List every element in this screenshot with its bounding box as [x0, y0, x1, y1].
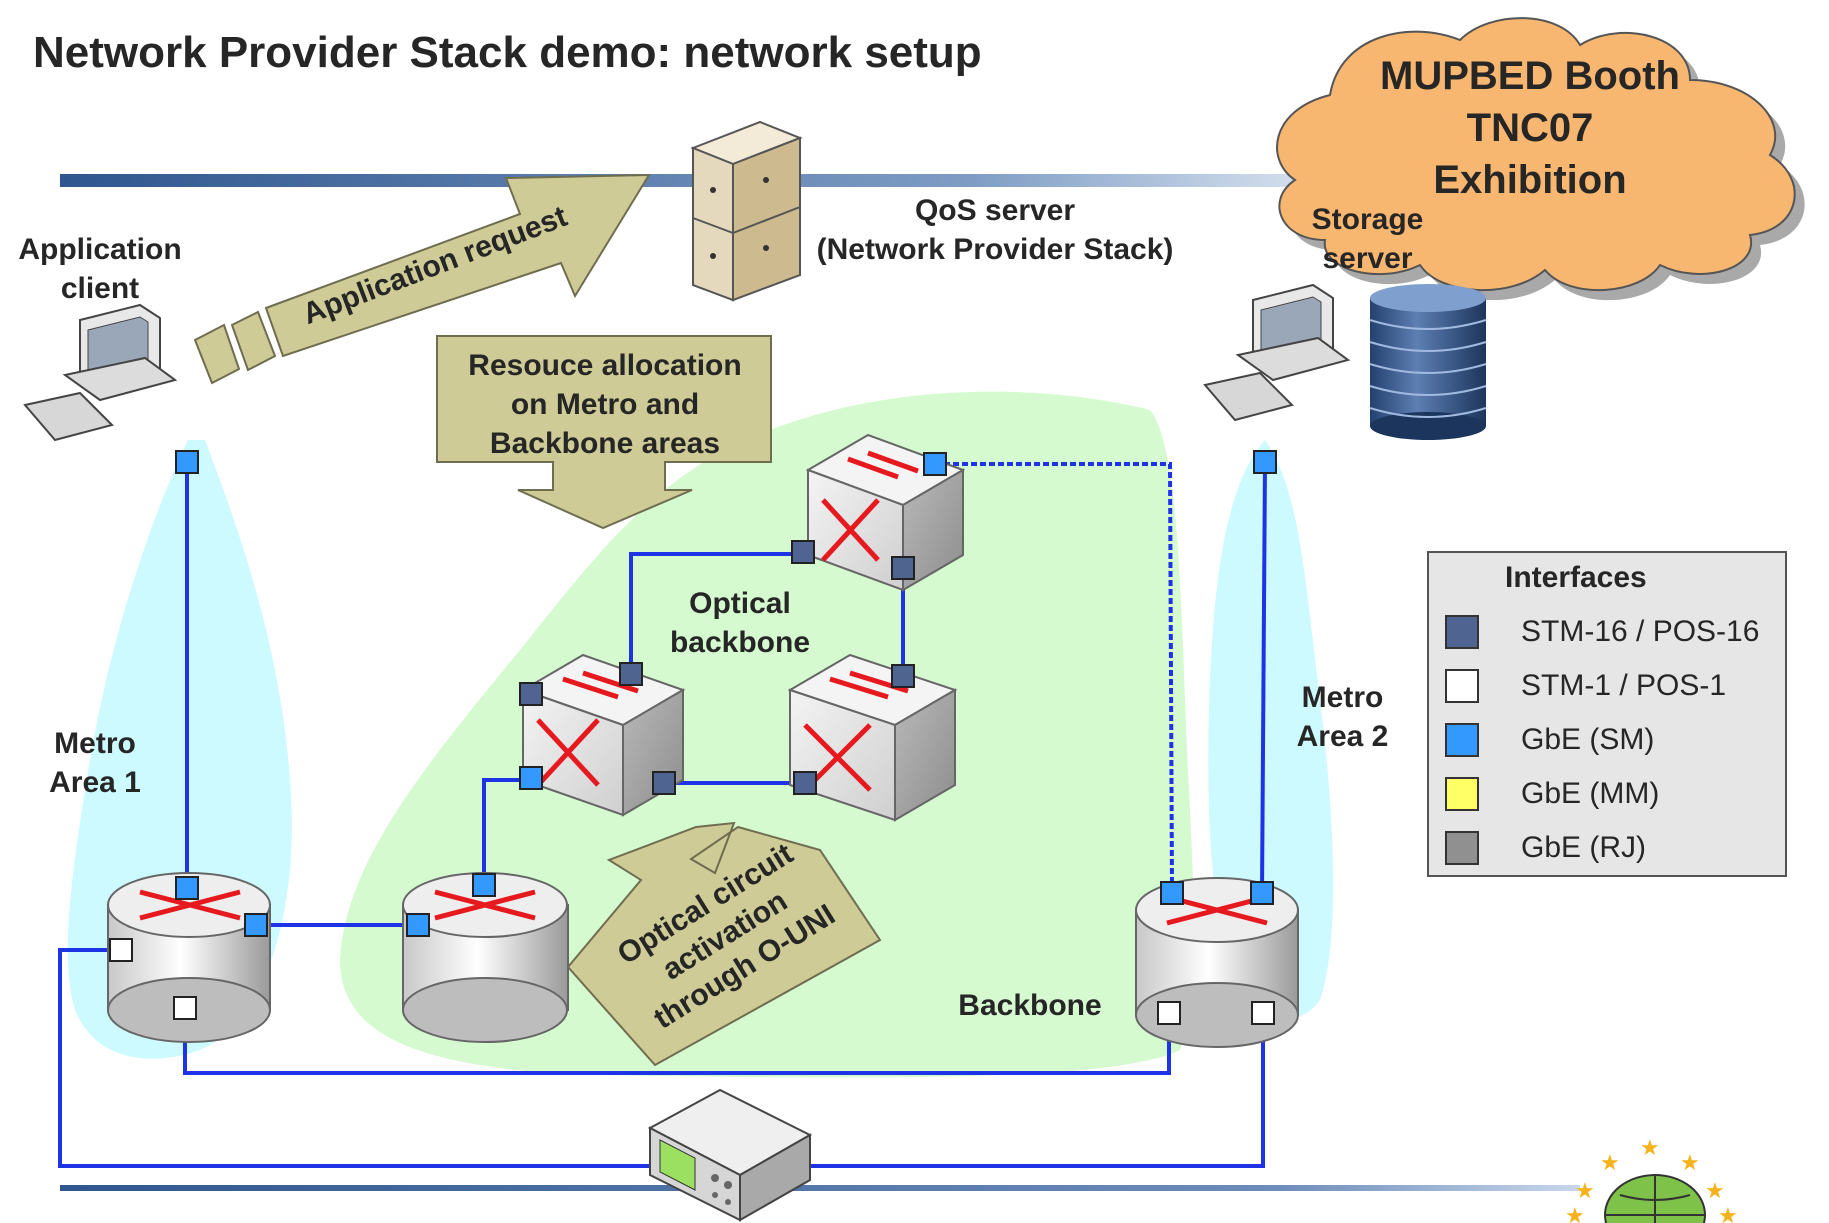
- storage-server-label: Storage server: [1290, 200, 1445, 278]
- label-line: Application: [18, 233, 182, 266]
- links: [58, 461, 1267, 1168]
- svg-text:★: ★: [1575, 1179, 1595, 1204]
- test-equipment-icon: [647, 1088, 813, 1222]
- legend-swatch: [1445, 831, 1479, 865]
- label-line: QoS server: [914, 194, 1076, 227]
- label-line: Area 1: [49, 766, 141, 799]
- optical-circuit-arrow: [566, 821, 882, 1067]
- optical-backbone-label: Optical backbone: [660, 584, 820, 662]
- label-line: Optical: [689, 587, 791, 620]
- label-line: (Network Provider Stack): [816, 233, 1174, 266]
- legend-label: STM-16 / POS-16: [1521, 615, 1760, 648]
- application-client-label: Application client: [5, 230, 195, 308]
- svg-text:★: ★: [1565, 1204, 1585, 1223]
- legend: Interfaces STM-16 / POS-16 STM-1 / POS-1…: [1427, 551, 1787, 877]
- legend-title: Interfaces: [1505, 561, 1647, 594]
- logo-icon: ★★★ ★★★★: [1565, 1136, 1738, 1223]
- qos-server-label: QoS server (Network Provider Stack): [800, 191, 1190, 269]
- legend-label: STM-1 / POS-1: [1521, 669, 1727, 702]
- resource-allocation-text: Resouce allocation on Metro and Backbone…: [440, 346, 770, 463]
- label-line: Resouce allocation: [468, 349, 742, 382]
- label-line: Metro: [54, 727, 136, 760]
- legend-swatch: [1445, 669, 1479, 703]
- resource-allocation-arrow: [436, 335, 772, 530]
- router-metro2: [1135, 877, 1299, 1048]
- cloud-text: MUPBED Booth TNC07 Exhibition: [1365, 50, 1695, 206]
- oxc-top: [805, 433, 966, 592]
- application-request-arrow: [193, 173, 651, 385]
- label-line: on Metro and: [510, 388, 700, 421]
- legend-label: GbE (SM): [1521, 723, 1655, 756]
- label-line: client: [60, 272, 140, 305]
- storage-server-pc-icon: [1203, 283, 1351, 422]
- legend-label: GbE (MM): [1521, 777, 1660, 810]
- metro-area-1-label: Metro Area 1: [30, 724, 160, 802]
- database-icon: [1369, 284, 1487, 440]
- metro-area-2-label: Metro Area 2: [1275, 678, 1410, 756]
- svg-text:★: ★: [1640, 1136, 1660, 1161]
- backbone-label: Backbone: [958, 989, 1102, 1022]
- svg-text:★: ★: [1718, 1204, 1738, 1223]
- label-line: Area 2: [1296, 720, 1389, 753]
- oxc-left: [520, 653, 686, 817]
- cloud-line: Exhibition: [1433, 158, 1627, 202]
- metro-area-2: [1208, 440, 1334, 1020]
- svg-text:★: ★: [1600, 1151, 1620, 1176]
- cloud-callout: [1276, 17, 1805, 301]
- legend-swatch: [1445, 615, 1479, 649]
- router-backbone: [402, 872, 569, 1043]
- label-line: Metro: [1301, 681, 1384, 714]
- cloud-line: MUPBED Booth: [1380, 54, 1680, 98]
- ports: [109, 450, 1277, 1025]
- svg-text:★: ★: [1705, 1179, 1725, 1204]
- bottom-rail: [60, 1185, 1580, 1191]
- label-line: server: [1322, 242, 1413, 275]
- application-client-pc-icon: [23, 303, 178, 442]
- label-line: Backbone areas: [489, 427, 721, 460]
- page-title: Network Provider Stack demo: network set…: [33, 28, 982, 77]
- legend-label: GbE (RJ): [1521, 831, 1647, 864]
- legend-swatch: [1445, 777, 1479, 811]
- label-line: Storage: [1311, 203, 1424, 236]
- svg-text:★: ★: [1680, 1151, 1700, 1176]
- router-metro1: [107, 872, 271, 1043]
- qos-server-icon: [690, 120, 803, 302]
- legend-swatch: [1445, 723, 1479, 757]
- cloud-line: TNC07: [1466, 106, 1594, 150]
- label-line: backbone: [669, 626, 811, 659]
